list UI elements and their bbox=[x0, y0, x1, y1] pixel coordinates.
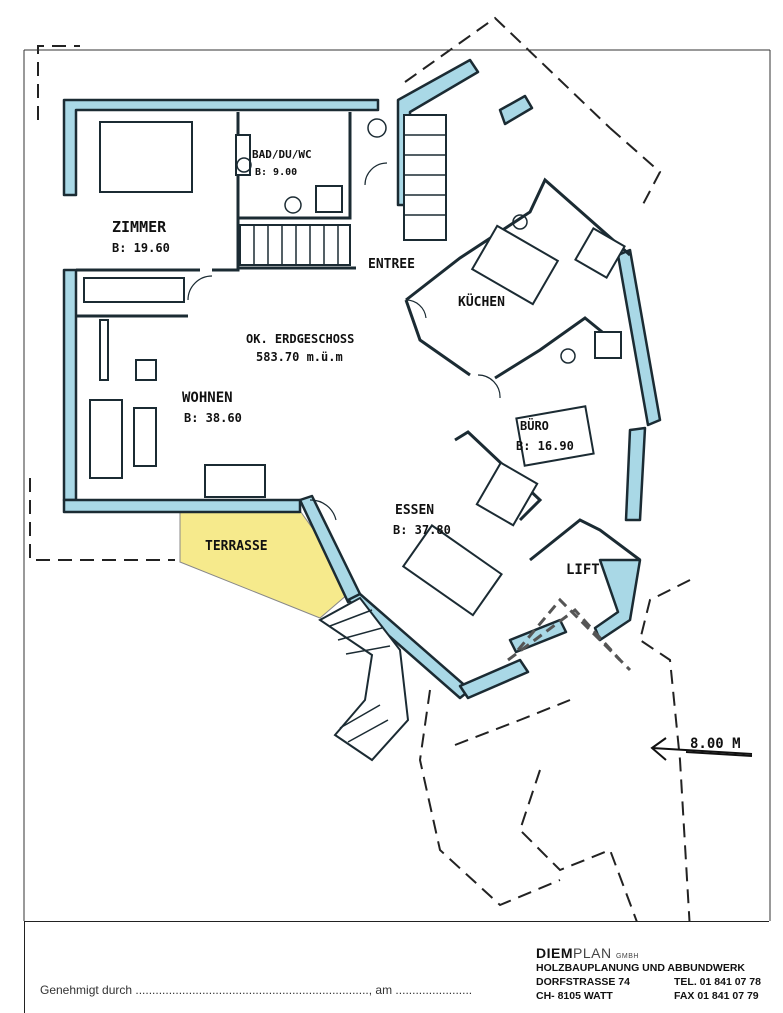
bad-area: B: 9.00 bbox=[255, 167, 297, 178]
kuchen-label: KÜCHEN bbox=[458, 294, 505, 310]
terrasse-label: TERRASSE bbox=[205, 539, 268, 554]
wohnen-area: B: 38.60 bbox=[184, 411, 242, 425]
furniture bbox=[83, 121, 626, 617]
firm-city-row: CH- 8105 WATT FAX 01 841 07 79 bbox=[536, 989, 766, 1003]
floor-level: 583.70 m.ü.m bbox=[256, 350, 343, 364]
firm-city: CH- 8105 WATT bbox=[536, 990, 613, 1002]
entree-label: ENTREE bbox=[368, 257, 415, 272]
stairs bbox=[239, 114, 447, 762]
thin-outline bbox=[23, 49, 771, 921]
door-swings bbox=[187, 162, 501, 521]
dashed-outline bbox=[29, 16, 691, 921]
firm-street: DORFSTRASSE 74 bbox=[536, 976, 630, 988]
buro-label: BÜRO bbox=[520, 418, 549, 433]
firm-logo: DIEMPLAN GMBH bbox=[536, 945, 639, 961]
firm-fax: FAX 01 841 07 79 bbox=[674, 990, 759, 1002]
firm-info: DIEMPLAN GMBH HOLZBAUPLANUNG UND ABBUNDW… bbox=[536, 945, 766, 1003]
dimension-arrow bbox=[650, 737, 753, 761]
exterior-walls bbox=[62, 58, 662, 700]
essen-label: ESSEN bbox=[395, 503, 434, 518]
firm-tel: TEL. 01 841 07 78 bbox=[674, 976, 761, 988]
wohnen-label: WOHNEN bbox=[182, 390, 233, 406]
title-block bbox=[24, 921, 769, 1013]
zimmer-label: ZIMMER bbox=[112, 218, 167, 236]
lift-label: LIFT bbox=[566, 562, 600, 578]
firm-address-row: DORFSTRASSE 74 TEL. 01 841 07 78 bbox=[536, 975, 766, 989]
approval-line: Genehmigt durch ........................… bbox=[40, 983, 473, 997]
buro-area: B: 16.90 bbox=[516, 439, 574, 453]
fixtures bbox=[236, 118, 576, 364]
zimmer-area: B: 19.60 bbox=[112, 241, 170, 255]
lift-dashes bbox=[507, 597, 632, 672]
bad-label: BAD/DU/WC bbox=[252, 148, 312, 161]
firm-tagline: HOLZBAUPLANUNG UND ABBUNDWERK bbox=[536, 962, 746, 974]
dimension-label: 8.00 M bbox=[690, 736, 741, 752]
essen-area: B: 37.80 bbox=[393, 523, 451, 537]
floor-label: OK. ERDGESCHOSS bbox=[246, 332, 354, 346]
floor-plan-drawing: ZIMMER B: 19.60 BAD/DU/WC B: 9.00 ENTREE… bbox=[23, 16, 771, 921]
